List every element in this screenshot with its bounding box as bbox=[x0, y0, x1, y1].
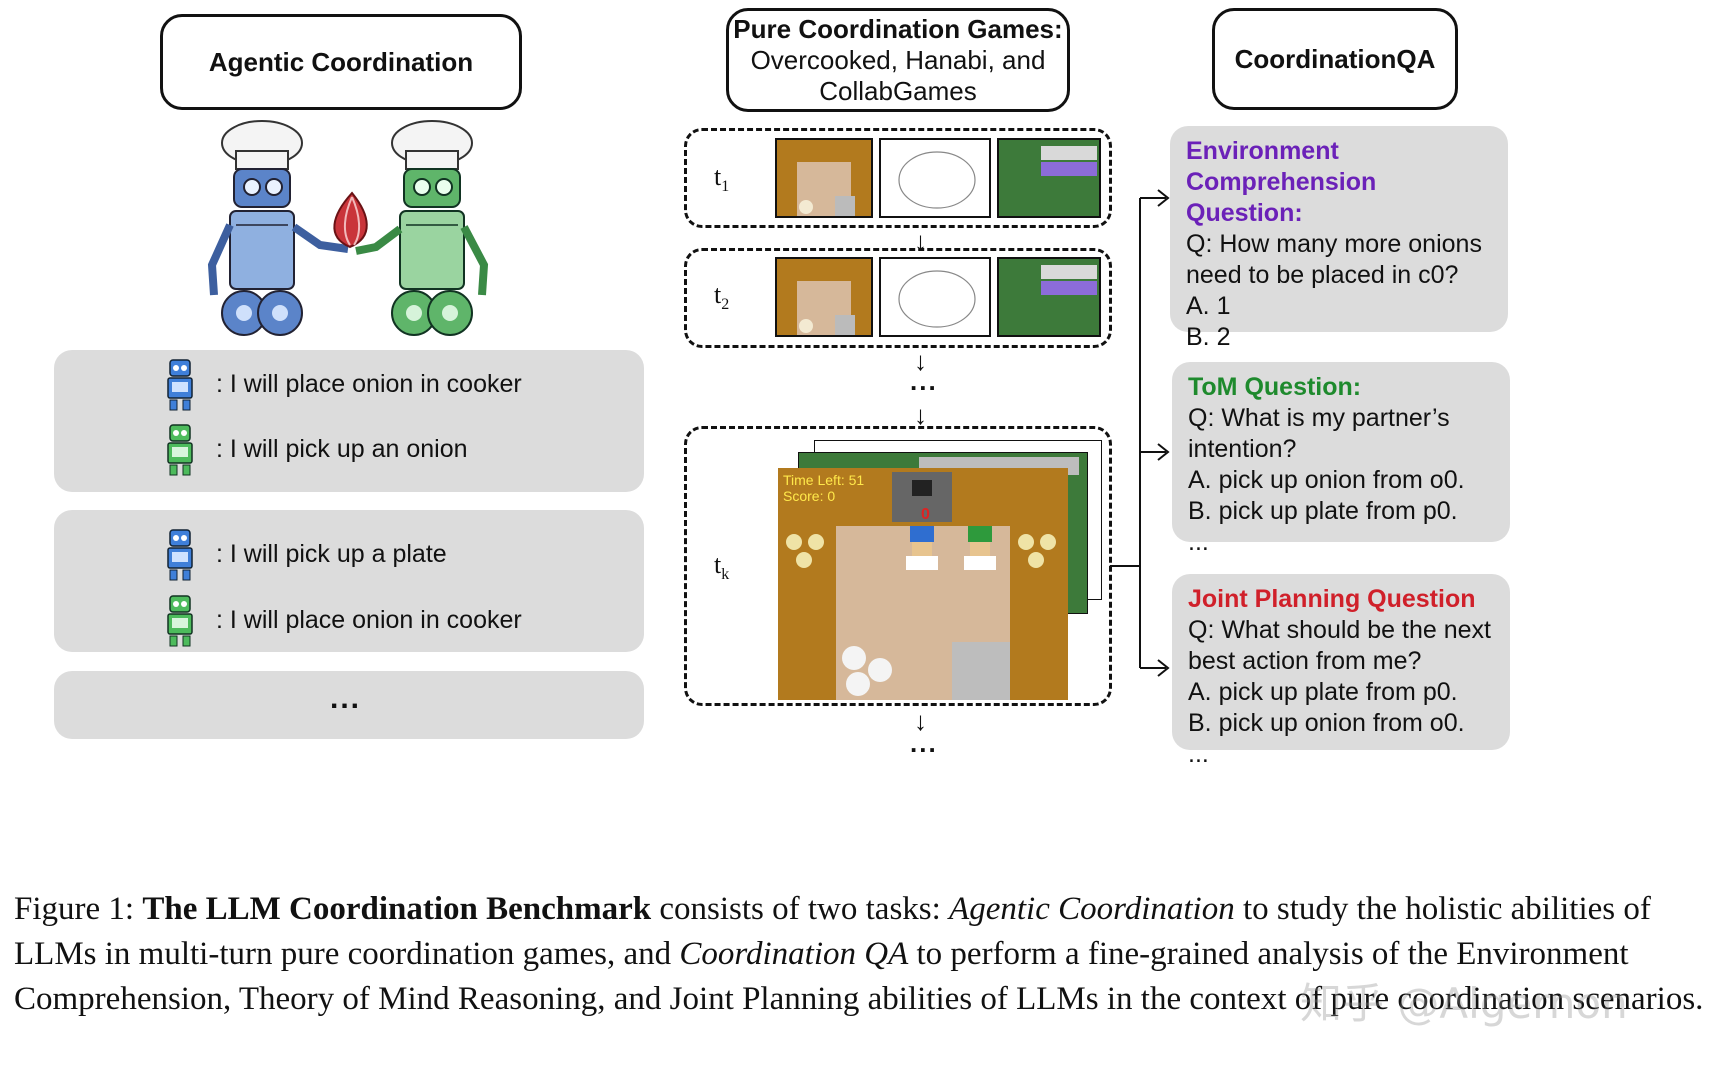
dialog-panel-2 bbox=[54, 510, 644, 652]
caption-text: consists of two tasks: bbox=[651, 891, 950, 927]
ellipsis: ... bbox=[330, 682, 362, 715]
tk-label: tk bbox=[714, 550, 730, 584]
option-b: B. 2 bbox=[1186, 323, 1231, 351]
green-robot-icon bbox=[167, 595, 193, 647]
collabgames-thumbnail bbox=[997, 257, 1101, 337]
pot-count: 0 bbox=[921, 506, 930, 523]
tom-question-title: ToM Question: bbox=[1188, 373, 1362, 401]
hanabi-board-thumbnail bbox=[879, 138, 991, 218]
time-left-label: Time Left: 51 bbox=[783, 472, 865, 488]
caption-text: to study the holistic abilities of LLMs … bbox=[14, 891, 1651, 972]
green-chef-robot-icon bbox=[355, 120, 489, 336]
arrow-down-icon: ↓ bbox=[914, 706, 927, 736]
chef-robots-illustration bbox=[207, 120, 489, 336]
hanabi-board-thumbnail bbox=[879, 257, 991, 337]
option-b: B. pick up onion from o0. bbox=[1188, 709, 1465, 737]
blue-robot-icon bbox=[167, 529, 193, 581]
agentic-coordination-header: Agentic Coordination bbox=[160, 14, 522, 110]
t1-label: t1 bbox=[714, 162, 730, 196]
dialog-line: : I will place onion in cooker bbox=[160, 590, 522, 650]
more-options: ... bbox=[1188, 740, 1209, 768]
option-a: A. pick up onion from o0. bbox=[1188, 466, 1465, 494]
overcooked-main-frame: 0 Time Left: 51 Score: 0 bbox=[778, 468, 1068, 700]
games-header-line: CollabGames bbox=[819, 75, 977, 106]
ellipsis: ... bbox=[910, 728, 938, 758]
caption-italic: Coordination QA bbox=[679, 936, 909, 972]
dialog-text: : I will pick up a plate bbox=[216, 539, 447, 568]
t2-label: t2 bbox=[714, 280, 730, 314]
more-options: ... bbox=[1188, 528, 1209, 556]
onion-icon bbox=[333, 191, 368, 249]
joint-planning-question-card: Joint Planning Question Q: What should b… bbox=[1172, 574, 1510, 768]
dialog-panel-1 bbox=[54, 350, 644, 492]
env-question-title: Comprehension Question: bbox=[1186, 168, 1377, 227]
option-a: A. pick up plate from p0. bbox=[1188, 678, 1458, 706]
arrow-down-icon: ↓ bbox=[914, 346, 927, 376]
collabgames-thumbnail bbox=[997, 138, 1101, 218]
chef-green-icon bbox=[964, 526, 996, 578]
dialog-text: : I will place onion in cooker bbox=[216, 369, 522, 398]
question-text: Q: How many more onions need to be place… bbox=[1186, 230, 1482, 289]
caption-bold-title: The LLM Coordination Benchmark bbox=[142, 891, 652, 927]
cooking-pot-icon bbox=[892, 472, 952, 522]
games-header-title: Pure Coordination Games: bbox=[733, 13, 1063, 44]
joint-planning-question-title: Joint Planning Question bbox=[1188, 585, 1476, 613]
dialog-text: : I will place onion in cooker bbox=[216, 605, 522, 634]
dialog-line: : I will pick up an onion bbox=[160, 419, 468, 479]
caption-italic: Agentic Coordination bbox=[949, 891, 1235, 927]
blue-chef-robot-icon bbox=[207, 120, 349, 336]
plate-stack-icon bbox=[838, 644, 898, 700]
onion-pile-icon bbox=[784, 532, 832, 572]
caption-text: to perform a fine-grained analysis of th… bbox=[14, 936, 1704, 1017]
arrow-down-icon: ↓ bbox=[914, 400, 927, 430]
dialog-line: : I will place onion in cooker bbox=[160, 354, 522, 414]
ellipsis: ... bbox=[910, 366, 938, 396]
env-question-card: Environment Comprehension Question: Q: H… bbox=[1170, 126, 1508, 382]
agentic-coordination-title: Agentic Coordination bbox=[208, 46, 474, 77]
arrow-down-icon: ↓ bbox=[914, 226, 927, 256]
games-header-line: Overcooked, Hanabi, and bbox=[750, 44, 1046, 75]
question-text: Q: What should be the next best action f… bbox=[1188, 616, 1491, 675]
games-header: Pure Coordination Games: Overcooked, Han… bbox=[726, 8, 1070, 112]
chef-blue-icon bbox=[906, 526, 938, 578]
option-b: B. pick up plate from p0. bbox=[1188, 497, 1458, 525]
figure-caption: Figure 1: The LLM Coordination Benchmark… bbox=[14, 887, 1714, 1022]
overcooked-thumbnail bbox=[775, 138, 873, 218]
green-robot-icon bbox=[167, 424, 193, 476]
dialog-text: : I will pick up an onion bbox=[216, 434, 468, 463]
connector-arrows bbox=[1110, 189, 1170, 677]
coordinationqa-header: CoordinationQA bbox=[1212, 8, 1458, 110]
dialog-panel-3 bbox=[54, 671, 644, 739]
option-a: A. 1 bbox=[1186, 292, 1231, 320]
tom-question-card: ToM Question: Q: What is my partner’s in… bbox=[1172, 362, 1510, 556]
coordinationqa-title: CoordinationQA bbox=[1234, 43, 1436, 74]
dialog-line: : I will pick up a plate bbox=[160, 524, 447, 584]
env-question-title: Environment bbox=[1186, 137, 1339, 165]
overcooked-thumbnail bbox=[775, 257, 873, 337]
question-text: Q: What is my partner’s intention? bbox=[1188, 404, 1450, 463]
onion-pile-icon bbox=[1016, 532, 1064, 572]
caption-label: Figure 1: bbox=[14, 891, 143, 927]
blue-robot-icon bbox=[167, 359, 193, 411]
score-label: Score: 0 bbox=[783, 488, 836, 504]
